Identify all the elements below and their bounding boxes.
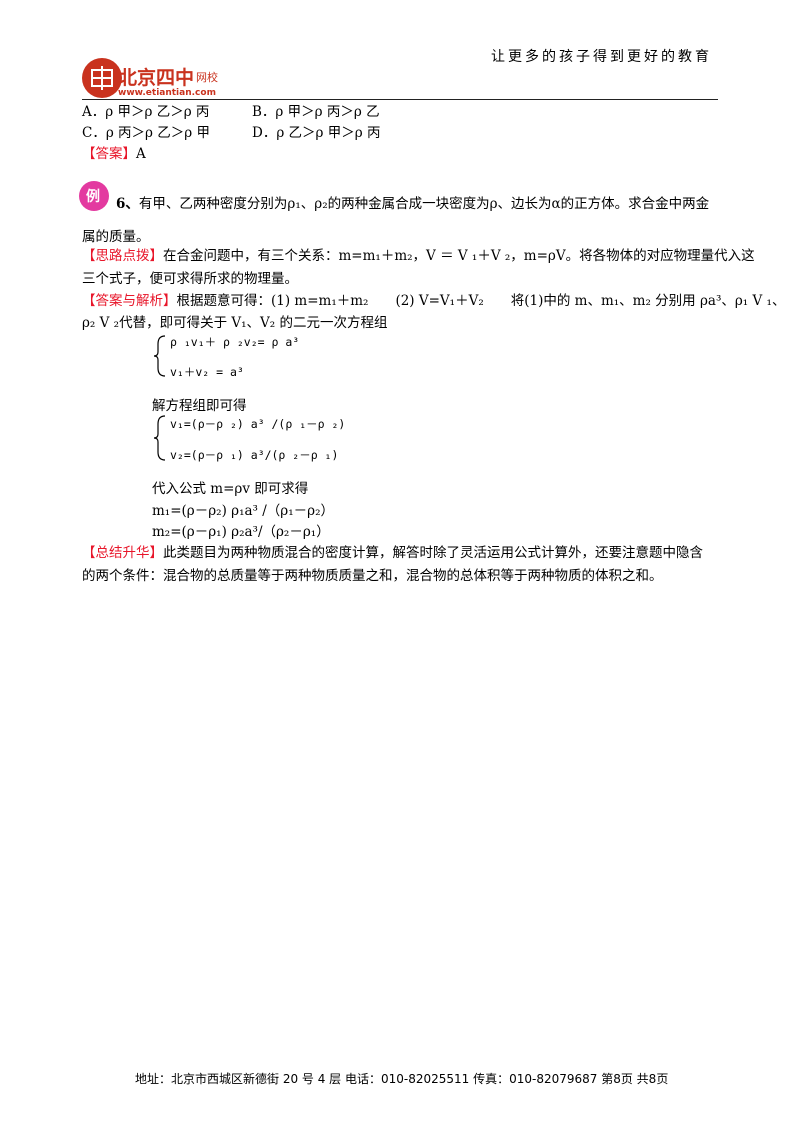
option-b: B．ρ 甲＞ρ 丙＞ρ 乙	[252, 104, 380, 120]
logo-url: www.etiantian.com	[118, 88, 216, 98]
example-question-line2: 属的质量。	[82, 229, 150, 245]
thinking-line2: 三个式子，便可求得所求的物理量。	[82, 271, 298, 287]
substitute-text: 代入公式 m=ρv 即可求得	[152, 481, 309, 497]
option-c: C．ρ 丙＞ρ 乙＞ρ 甲	[82, 125, 211, 141]
analysis-line1: 【答案与解析】根据题意可得：(1) m=m₁＋m₂ (2) V=V₁＋V₂ 将(…	[82, 293, 786, 309]
example-number: 6、	[116, 196, 139, 212]
thinking-tag: 【思路点拨】	[82, 248, 163, 264]
answer-line: 【答案】A	[82, 143, 146, 165]
thinking-line1: 【思路点拨】在合金问题中，有三个关系：m=m₁＋m₂，V ＝ V ₁＋V ₂，m…	[82, 248, 755, 264]
logo-name: 北京四中	[118, 67, 195, 89]
option-a: A．ρ 甲＞ρ 乙＞ρ 丙	[82, 104, 210, 120]
example-badge-icon: 例	[79, 181, 109, 211]
example-question-line1: 6、有甲、乙两种密度分别为ρ₁、ρ₂的两种金属合成一块密度为ρ、边长为α的正方体…	[116, 196, 710, 212]
solve-text: 解方程组即可得	[152, 398, 247, 414]
logo-wangxiao: 网校	[196, 71, 218, 84]
result-m2: m₂=(ρ－ρ₁) ρ₂a³/（ρ₂－ρ₁）	[152, 524, 330, 540]
brace-icon	[152, 414, 168, 466]
system2-eq2: v₂=(ρ－ρ ₁) a³/(ρ ₂－ρ ₁)	[170, 448, 339, 462]
header-divider	[82, 99, 718, 100]
answer-value: A	[136, 146, 146, 162]
answer-tag: 【答案】	[82, 146, 136, 162]
system2-eq1: v₁=(ρ－ρ ₂) a³ /(ρ ₁－ρ ₂)	[170, 417, 346, 431]
analysis-tag: 【答案与解析】	[82, 293, 177, 309]
summary-line1: 【总结升华】此类题目为两种物质混合的密度计算，解答时除了灵活运用公式计算外，还要…	[82, 545, 703, 561]
page-footer: 地址：北京市西城区新德街 20 号 4 层 电话：010-82025511 传真…	[135, 1072, 669, 1086]
summary-tag: 【总结升华】	[82, 545, 163, 561]
brace-icon	[152, 334, 168, 382]
analysis-line2: ρ₂ V ₂代替，即可得关于 V₁、V₂ 的二元一次方程组	[82, 315, 388, 331]
system1-eq2: v₁＋v₂ = a³	[170, 365, 244, 379]
system1-eq1: ρ ₁v₁＋ ρ ₂v₂= ρ a³	[170, 335, 300, 349]
summary-line2: 的两个条件：混合物的总质量等于两种物质质量之和，混合物的总体积等于两种物质的体积…	[82, 568, 663, 584]
result-m1: m₁=(ρ－ρ₂) ρ₁a³ /（ρ₁－ρ₂）	[152, 503, 334, 519]
option-d: D．ρ 乙＞ρ 甲＞ρ 丙	[252, 125, 381, 141]
logo-emblem-icon	[82, 58, 122, 98]
header-slogan: 让更多的孩子得到更好的教育	[491, 49, 712, 65]
